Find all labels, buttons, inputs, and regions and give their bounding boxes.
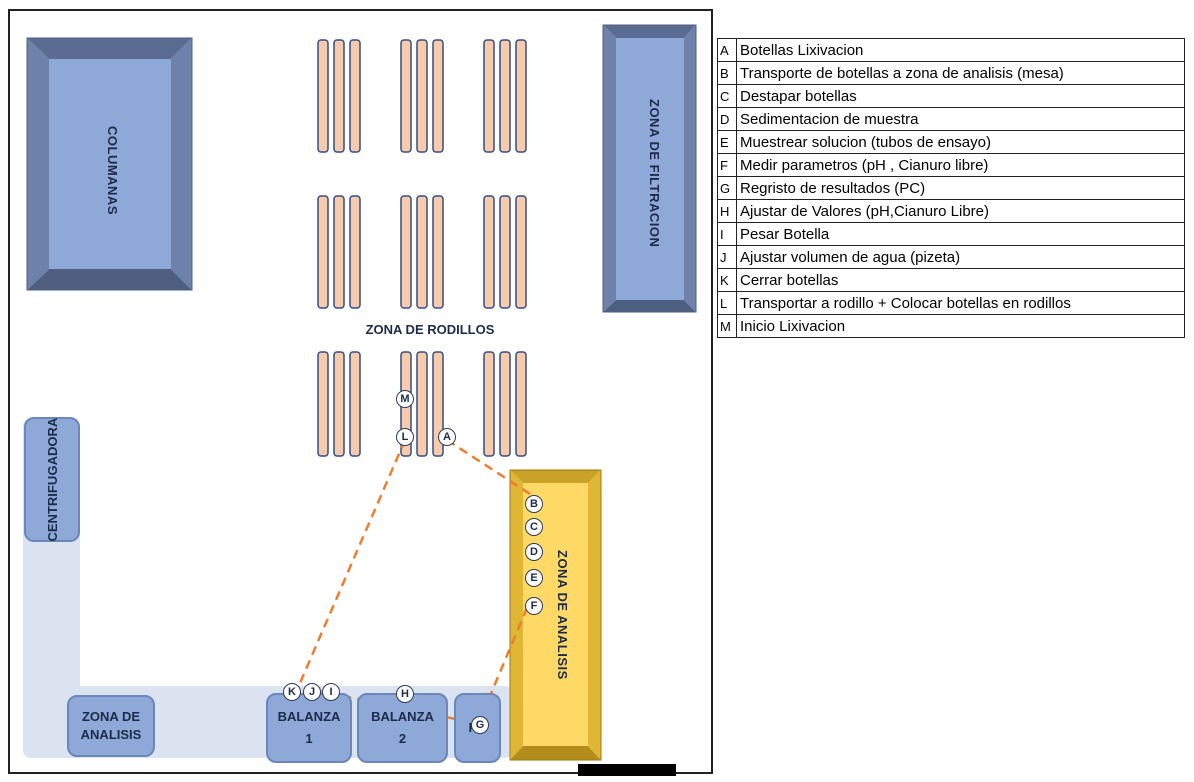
legend-text: Pesar Botella <box>736 222 1185 246</box>
marker-h: H <box>396 685 414 703</box>
roller-bottle <box>432 39 444 153</box>
roller-bottle <box>416 39 428 153</box>
door <box>578 764 676 776</box>
legend-text: Transportar a rodillo + Colocar botellas… <box>736 291 1185 315</box>
columns-zone-label: COLUMANAS <box>105 125 120 215</box>
legend-text: Transporte de botellas a zona de analisi… <box>736 61 1185 85</box>
roller-bottle <box>515 195 527 309</box>
centrifuge-label-line2: GADORA <box>44 417 60 476</box>
roller-bottle <box>432 195 444 309</box>
analysis-area-label-line1: ZONA DE <box>81 709 141 724</box>
legend-text: Ajustar de Valores (pH,Cianuro Libre) <box>736 199 1185 223</box>
marker-k: K <box>283 683 301 701</box>
marker-e: E <box>525 569 543 587</box>
marker-j: J <box>303 683 321 701</box>
marker-d: D <box>525 543 543 561</box>
marker-c: C <box>525 518 543 536</box>
legend-letter: J <box>717 245 737 269</box>
analysis-table-label: ZONA DE ANALISIS <box>555 550 570 680</box>
legend-letter: C <box>717 84 737 108</box>
legend-text: Inicio Lixivacion <box>736 314 1185 338</box>
legend-text: Regristo de resultados (PC) <box>736 176 1185 200</box>
roller-bottle <box>400 195 412 309</box>
analysis-area-label-line2: ANALISIS <box>80 727 142 742</box>
legend-text: Ajustar volumen de agua (pizeta) <box>736 245 1185 269</box>
roller-bottle <box>317 39 329 153</box>
balanza-1-number: 1 <box>305 731 313 746</box>
roller-bottle <box>499 195 511 309</box>
roller-bottle <box>515 351 527 457</box>
legend-text: Botellas Lixivacion <box>736 38 1185 62</box>
legend-letter: M <box>717 314 737 338</box>
columns-zone-block <box>26 37 193 291</box>
balanza-1-station: BALANZA 1 <box>266 693 352 763</box>
marker-a: A <box>438 428 456 446</box>
legend-text: Cerrar botellas <box>736 268 1185 292</box>
roller-bottle <box>333 39 345 153</box>
marker-g: G <box>471 716 489 734</box>
balanza-2-label: BALANZA <box>371 709 434 724</box>
marker-i: I <box>322 683 340 701</box>
roller-bottle <box>483 351 495 457</box>
filtration-zone-label: ZONA DE FILTRACION <box>647 98 662 248</box>
roller-bottle <box>483 39 495 153</box>
legend-letter: H <box>717 199 737 223</box>
roller-bottle <box>349 195 361 309</box>
centrifuge-station: CENTRIFU GADORA <box>24 417 80 542</box>
roller-bottle <box>349 39 361 153</box>
marker-m: M <box>396 390 414 408</box>
roller-bottle <box>317 351 329 457</box>
legend-letter: F <box>717 153 737 177</box>
roller-bottle <box>333 351 345 457</box>
roller-bottle <box>333 195 345 309</box>
legend-letter: L <box>717 291 737 315</box>
legend-letter: K <box>717 268 737 292</box>
centrifuge-label-line1: CENTRIFU <box>44 475 60 542</box>
legend-text: Muestrear solucion (tubos de ensayo) <box>736 130 1185 154</box>
roller-bottle <box>499 39 511 153</box>
roller-group <box>317 39 527 457</box>
roller-bottle <box>499 351 511 457</box>
roller-bottle <box>416 195 428 309</box>
legend-letter: B <box>717 61 737 85</box>
roller-bottle <box>400 39 412 153</box>
legend-letter: A <box>717 38 737 62</box>
marker-f: F <box>525 597 543 615</box>
legend-text: Sedimentacion de muestra <box>736 107 1185 131</box>
balanza-2-number: 2 <box>398 731 407 746</box>
legend-letter: G <box>717 176 737 200</box>
roller-bottle <box>416 351 428 457</box>
marker-l: L <box>396 428 414 446</box>
marker-b: B <box>525 495 543 513</box>
balanza-1-label: BALANZA <box>277 709 341 724</box>
roller-bottle <box>515 39 527 153</box>
legend-text: Destapar botellas <box>736 84 1185 108</box>
legend-letter: I <box>717 222 737 246</box>
legend-letter: D <box>717 107 737 131</box>
legend-text: Medir parametros (pH , Cianuro libre) <box>736 153 1185 177</box>
roller-bottle <box>349 351 361 457</box>
balanza-2-station: BALANZA 2 <box>357 693 448 763</box>
roller-bottle <box>483 195 495 309</box>
filtration-zone-block <box>602 24 697 313</box>
analysis-area-station: ZONA DE ANALISIS <box>67 695 155 757</box>
legend-letter: E <box>717 130 737 154</box>
roller-zone-label: ZONA DE RODILLOS <box>365 322 495 337</box>
roller-bottle <box>317 195 329 309</box>
